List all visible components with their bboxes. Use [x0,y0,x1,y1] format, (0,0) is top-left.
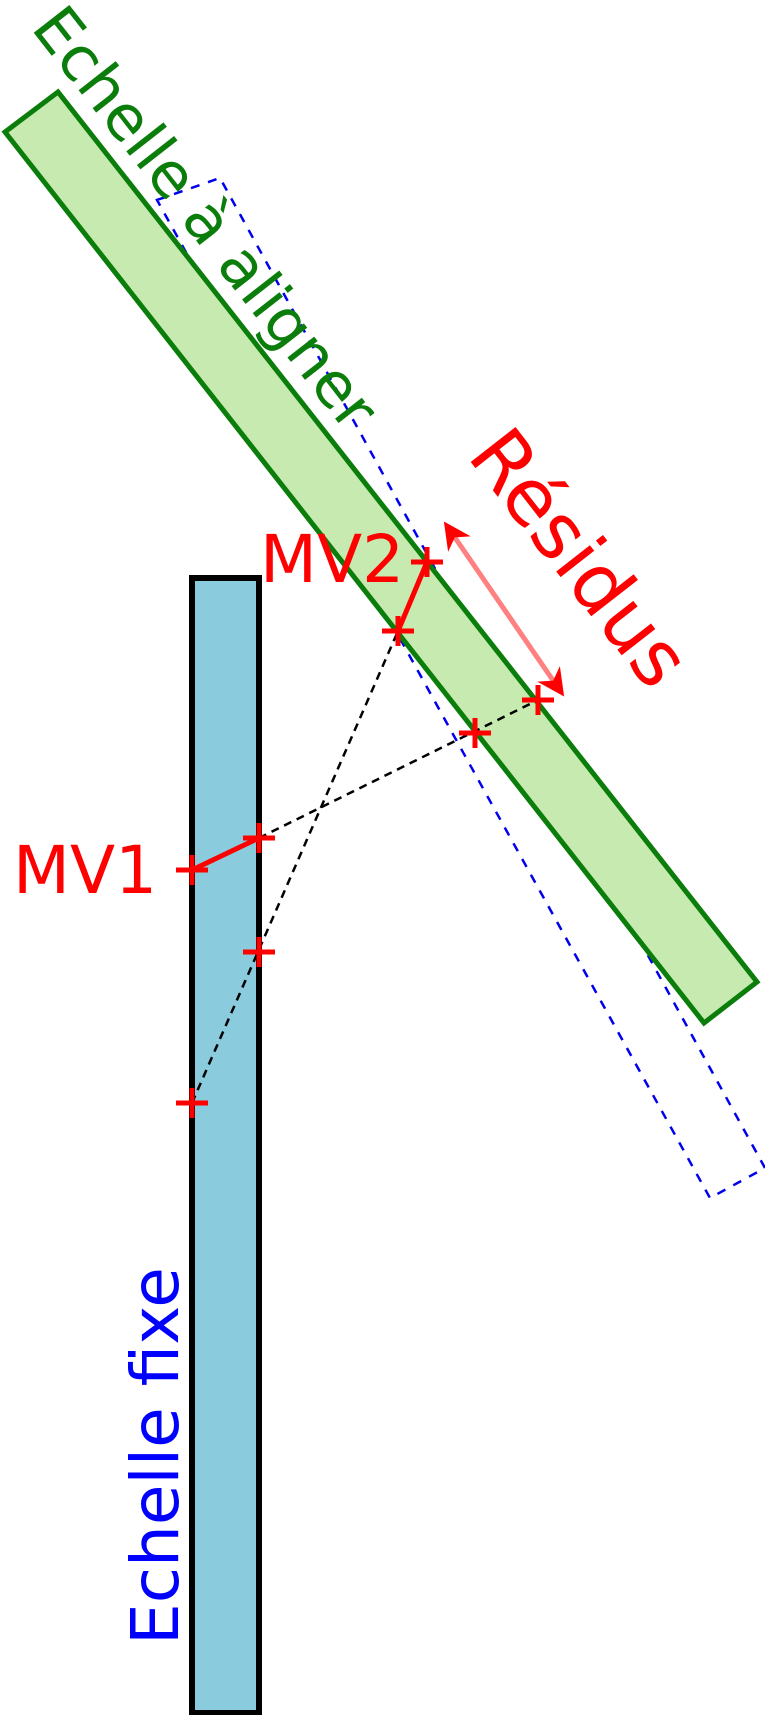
mv1-label: MV1 [13,832,157,909]
fixed-scale-bar [189,575,262,1715]
cross-marker-fixed-low [176,1088,208,1118]
aligned-scale-bar [1,88,761,1027]
markers [176,547,554,1118]
fixed-scale-label: Echelle fixe [117,1267,194,1645]
mv1-vector [190,835,261,873]
cross-marker-fixed-mid [243,937,275,967]
cross-marker-mv2-end [411,547,443,577]
cross-marker-mv2-start [382,616,414,646]
cross-marker-mv1-end [243,823,275,853]
construction-lines [190,630,539,1104]
residual-arrow [443,521,565,697]
cross-marker-residual [522,685,554,715]
cross-marker-mv1-fixed [176,855,208,885]
mv2-vector [395,561,430,632]
cross-marker-aligned-mid [459,718,491,748]
construction-line-b [258,698,539,840]
mv2-label: MV2 [260,521,404,598]
dashed-original-scale-outline [155,176,765,1200]
construction-line-a [190,630,400,1104]
